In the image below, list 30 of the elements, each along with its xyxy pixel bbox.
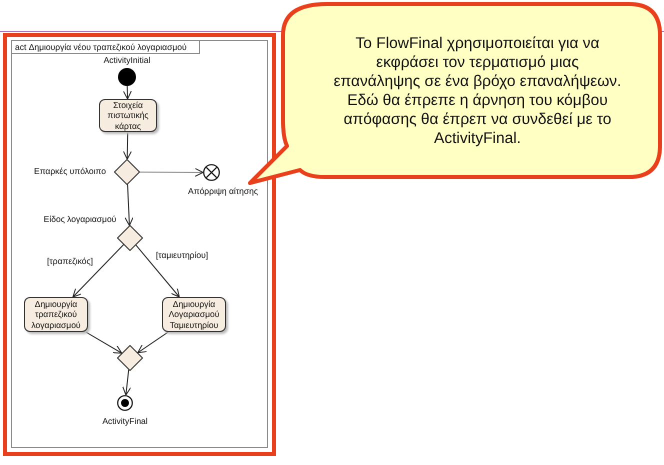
- control-flow-arrow: [137, 332, 169, 354]
- frame-title: act Δημιουργία νέου τραπεζικού λογαριασμού: [12, 41, 200, 54]
- decision-diamond: [117, 225, 143, 251]
- final-node-circle: [117, 395, 133, 411]
- flow-final-circle: [203, 164, 220, 181]
- initial-node-circle: [118, 68, 136, 86]
- action-box: Δημιουργία Λογαριασμού Ταμιευτηρίου: [162, 297, 226, 332]
- decision-diamond: [114, 159, 140, 185]
- action-box: Στοιχεία πιστωτικής κάρτας: [99, 99, 157, 132]
- callout-text: Το FlowFinal χρησιμοποιείται για να εκφράσει τον τερματισμό μιας επανάληψης σε ένα βρόχο επαναλήψεων.: [333, 35, 622, 92]
- decision-diamond: [117, 345, 143, 371]
- control-flow-arrow: [122, 132, 132, 160]
- control-flow-arrow: [72, 244, 124, 298]
- guard-label: [τραπεζικός]: [47, 256, 93, 266]
- control-flow-arrow: [122, 369, 132, 396]
- node-caption: ActivityFinal: [102, 416, 148, 426]
- control-flow-arrow: [85, 332, 122, 354]
- node-caption: Είδος λογαριασμού: [44, 214, 116, 224]
- node-caption: Επαρκές υπόλοιπο: [34, 166, 106, 176]
- node-caption: ActivityInitial: [104, 55, 150, 65]
- node-caption: Απόρριψη αίτησης: [188, 186, 258, 196]
- activity-frame: [3, 33, 276, 456]
- guard-label: [ταμιευτηρίου]: [156, 250, 208, 260]
- callout-text: Εδώ θα έπρεπε η άρνηση του κόμβου απόφασης θα έπρεπ να συνδεθεί με το ActivityFinal.: [342, 92, 612, 149]
- control-flow-arrow: [135, 244, 180, 298]
- callout-bubble: [245, 0, 664, 188]
- control-flow-arrow: [124, 184, 134, 226]
- control-flow-arrow: [139, 168, 204, 177]
- control-flow-arrow: [122, 86, 132, 100]
- action-box: Δημιουργία τραπεζικού λογαριασμού: [24, 297, 88, 332]
